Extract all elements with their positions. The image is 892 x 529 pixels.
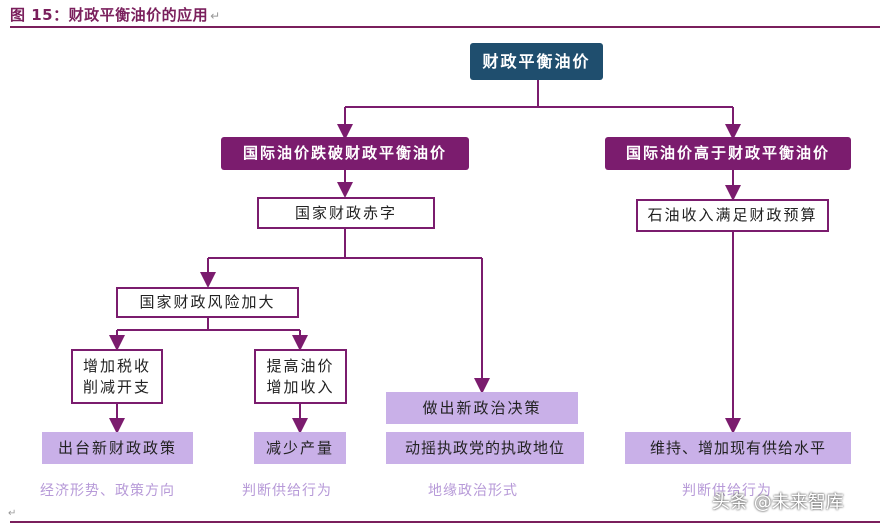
figure-caption: 图 15：财政平衡油价的应用↵ [10,4,221,25]
figure-number: 图 15： [10,6,69,24]
node-new-fiscal: 出台新财政政策 [42,432,193,464]
note-supply-right: 判断供给行为 [682,483,772,499]
note-geopolitics: 地缘政治形式 [428,483,518,499]
node-maintain-supply: 维持、增加现有供给水平 [625,432,851,464]
node-risk: 国家财政风险加大 [116,287,299,318]
note-economic-policy: 经济形势、政策方向 [40,483,175,499]
node-raise-line1: 提高油价 [266,357,335,376]
top-rule [10,26,880,28]
node-policy-decision: 做出新政治决策 [386,392,578,424]
bottom-rule [10,521,880,523]
figure-title: 财政平衡油价的应用 [68,6,209,24]
node-raise-line2: 增加收入 [266,377,335,396]
watermark: 头条 @未来智库 [712,492,844,513]
node-root: 财政平衡油价 [470,43,603,80]
node-cut-output: 减少产量 [254,432,346,464]
node-tax-line2: 削减开支 [82,377,151,396]
node-shake-ruling: 动摇执政党的执政地位 [386,432,584,464]
return-mark-icon: ↵ [210,9,221,23]
node-tax: 增加税收 削减开支 [71,349,163,404]
node-deficit: 国家财政赤字 [257,197,435,229]
node-raise: 提高油价 增加收入 [254,349,347,404]
node-oil-income: 石油收入满足财政预算 [636,199,829,232]
node-tax-line1: 增加税收 [82,357,151,376]
return-mark-footer-icon: ↵ [8,508,17,519]
node-right-top: 国际油价高于财政平衡油价 [605,137,851,170]
node-left-top: 国际油价跌破财政平衡油价 [221,137,469,170]
note-supply-left: 判断供给行为 [242,483,332,499]
